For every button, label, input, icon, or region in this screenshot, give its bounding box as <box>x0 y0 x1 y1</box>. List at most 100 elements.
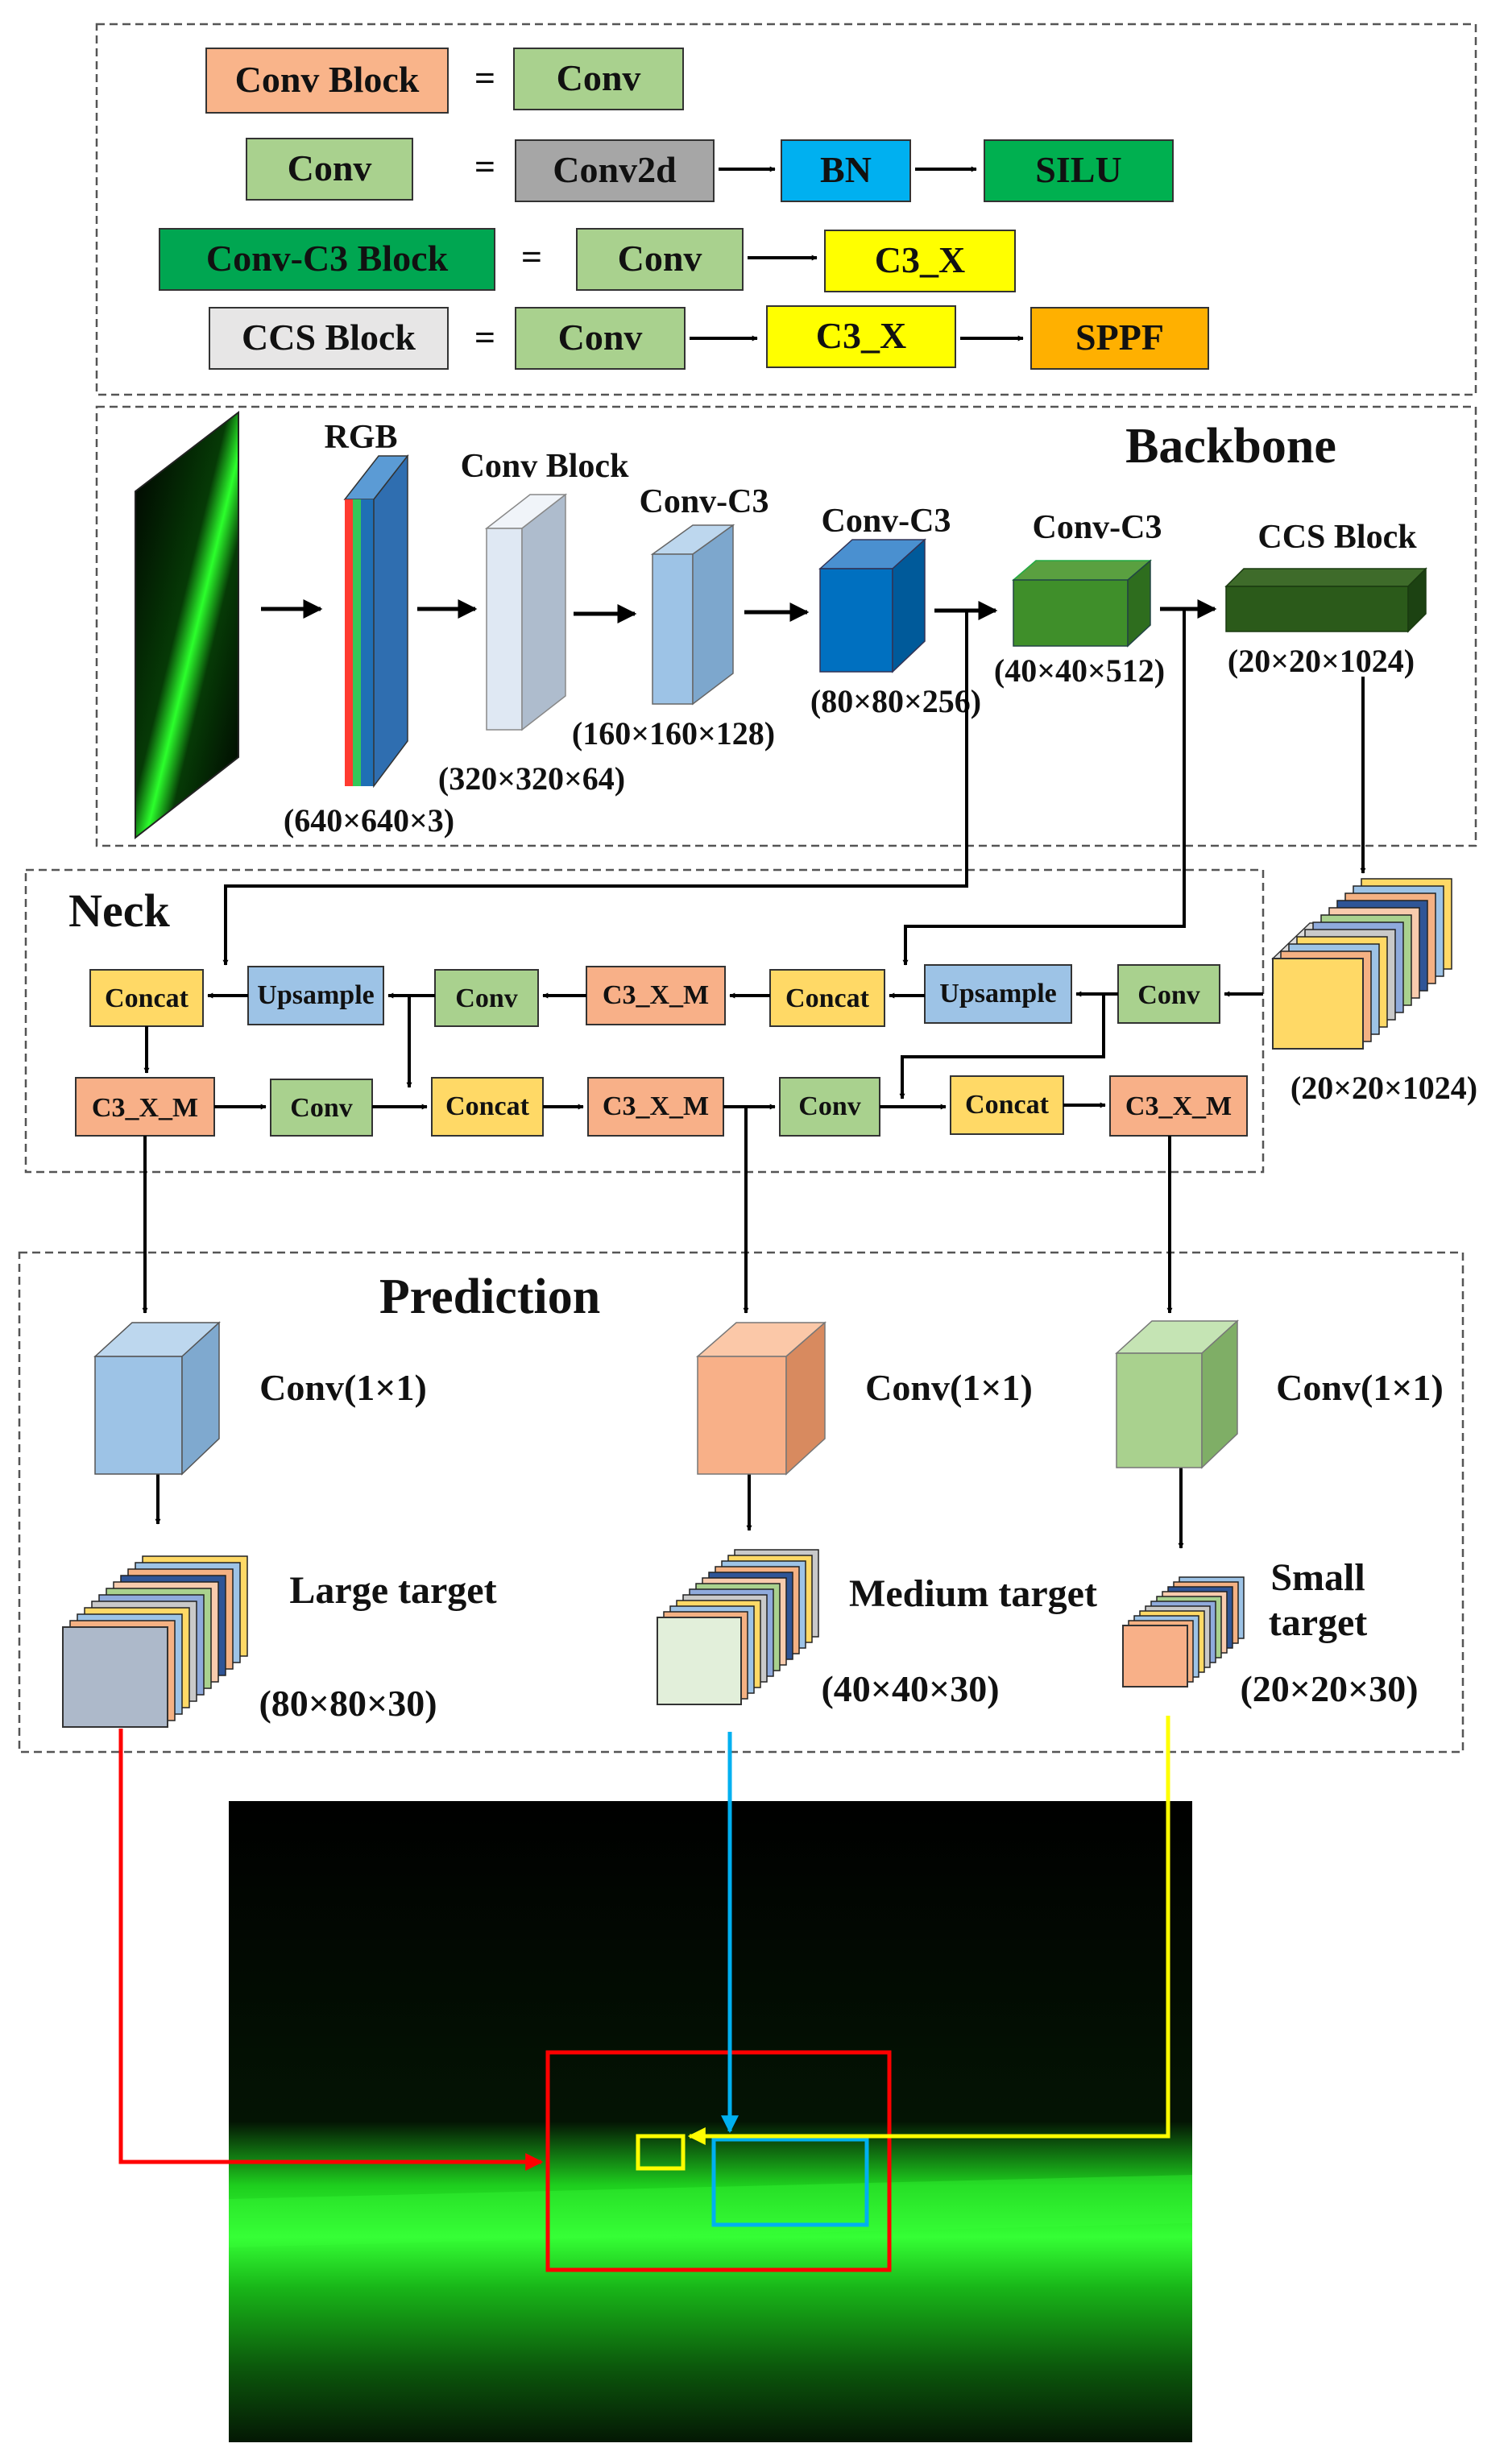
stage3-label: Conv-C3 <box>821 503 951 540</box>
large-target-box <box>545 2050 892 2272</box>
legend-eq-4: = <box>474 317 495 358</box>
pred-medium-target-label: Medium target <box>849 1572 1097 1615</box>
legend-conv-c3-block-box <box>159 228 495 291</box>
stage1-label: Conv Block <box>461 448 630 485</box>
pred-small-conv-label: Conv(1×1) <box>1276 1367 1444 1408</box>
conv-c3-slab-1 <box>650 524 735 706</box>
legend-conv-lhs-box <box>246 138 413 201</box>
neck-top-upsample-2-label: Upsample <box>939 979 1056 1008</box>
pred-conv-cube-medium <box>696 1321 826 1476</box>
pred-conv-cube-large <box>93 1321 221 1476</box>
neck-bottom-concat-1-label: Concat <box>445 1091 530 1121</box>
pred-small-target-line1: Small <box>1270 1556 1365 1599</box>
legend-silu-label: SILU <box>1035 149 1121 190</box>
pred-output-stack-medium <box>657 1549 819 1705</box>
stage2-label: Conv-C3 <box>639 483 768 520</box>
pred-small-target-line2: target <box>1269 1601 1368 1644</box>
neck-top-conv-2-label: Conv <box>1137 980 1199 1010</box>
neck: Neck Concat Upsample Conv C3_X_M Concat … <box>68 609 1366 1137</box>
neck-top-conv-1-label: Conv <box>455 984 517 1013</box>
neck-feature-stack <box>1271 878 1452 1050</box>
stage3-dim: (80×80×256) <box>810 683 981 719</box>
legend-row4-conv-box <box>515 307 686 370</box>
neck-bottom-conv-2 <box>779 1077 880 1137</box>
ccs-block-slab <box>1224 567 1427 633</box>
target-arrows <box>118 1716 1170 2171</box>
neck-top-c3xm-label: C3_X_M <box>603 980 709 1010</box>
neck-bottom-c3xm-2-label: C3_X_M <box>603 1091 709 1121</box>
legend-conv2d-box <box>515 139 715 202</box>
backbone-title: Backbone <box>1125 419 1336 474</box>
neck-bottom-concat-2-label: Concat <box>965 1090 1050 1120</box>
legend: Conv Block = Conv Conv = Conv2d BN SILU … <box>159 48 1209 370</box>
neck-top-concat-1-label: Concat <box>105 984 189 1013</box>
legend-conv-block-box <box>205 48 449 114</box>
rgb-stack <box>343 453 409 789</box>
neck-bottom-c3xm-3 <box>1109 1075 1248 1137</box>
legend-row3-c3x-box <box>824 230 1016 292</box>
prediction-title: Prediction <box>379 1269 600 1324</box>
backbone: Backbone RGB (640×640×3) Conv Block (320… <box>135 410 1427 840</box>
legend-sppf-box <box>1030 307 1209 370</box>
pred-small-dim: (20×20×30) <box>1240 1668 1418 1709</box>
neck-top-c3xm <box>586 966 726 1025</box>
large-target-arrow <box>118 1729 544 2171</box>
conv-c3-block-3 <box>1011 559 1153 648</box>
legend-conv-block-label: Conv Block <box>235 59 420 100</box>
legend-sppf-label: SPPF <box>1075 317 1164 358</box>
stage4-label: Conv-C3 <box>1032 509 1162 546</box>
legend-bn-box <box>781 139 911 202</box>
neck-bottom-concat-1 <box>431 1077 544 1137</box>
pred-conv-cube-small <box>1115 1319 1239 1469</box>
neck-connectors <box>143 609 1366 1110</box>
small-target-arrow <box>687 1716 1170 2145</box>
pred-medium-conv-label: Conv(1×1) <box>865 1367 1033 1408</box>
neck-stack-dim: (20×20×1024) <box>1290 1070 1477 1106</box>
neck-bottom-c3xm-1-label: C3_X_M <box>92 1093 198 1123</box>
medium-target-box <box>711 2137 869 2227</box>
neck-bottom-c3xm-3-label: C3_X_M <box>1125 1091 1232 1121</box>
pred-large-dim: (80×80×30) <box>259 1683 437 1724</box>
small-target-box <box>636 2134 686 2171</box>
legend-row4-conv-label: Conv <box>558 317 643 358</box>
neck-bottom-conv-1-label: Conv <box>290 1093 352 1123</box>
neck-top-concat-2-label: Concat <box>785 984 870 1013</box>
stage1-dim: (320×320×64) <box>438 760 625 797</box>
neck-bottom-concat-2 <box>950 1075 1064 1135</box>
neck-title: Neck <box>68 884 170 937</box>
neck-top-conv-1 <box>434 969 539 1027</box>
pred-large-conv-label: Conv(1×1) <box>259 1367 427 1408</box>
legend-row4-c3x-box <box>766 305 956 368</box>
pred-output-stack-small <box>1122 1576 1245 1688</box>
stage4-dim: (40×40×512) <box>994 652 1165 689</box>
legend-conv-lhs-label: Conv <box>288 147 372 188</box>
conv-c3-cube-2 <box>818 538 926 673</box>
backbone-frame <box>95 405 1477 847</box>
legend-eq-3: = <box>521 236 542 277</box>
rgb-label: RGB <box>324 419 397 456</box>
prediction-frame <box>18 1251 1464 1754</box>
pred-medium-dim: (40×40×30) <box>821 1668 999 1709</box>
input-dim-label: (640×640×3) <box>284 802 454 839</box>
legend-row4-c3x-label: C3_X <box>816 315 906 356</box>
legend-ccs-block-box <box>209 307 449 370</box>
stage5-label: CCS Block <box>1257 519 1417 556</box>
neck-top-upsample-1 <box>247 966 384 1025</box>
legend-silu-box <box>984 139 1174 202</box>
legend-eq-1: = <box>474 57 495 98</box>
legend-row3-c3x-label: C3_X <box>875 239 965 280</box>
neck-top-upsample-2 <box>924 964 1072 1024</box>
detection-photo-bg <box>229 1801 1192 2442</box>
legend-conv2d-label: Conv2d <box>553 149 677 190</box>
neck-bottom-conv-1 <box>270 1079 373 1137</box>
neck-top-concat-1 <box>89 969 204 1027</box>
pred-output-stack-large <box>62 1555 248 1728</box>
legend-row3-conv-box <box>576 228 744 291</box>
legend-bn-label: BN <box>820 149 872 190</box>
neck-top-concat-2 <box>769 969 885 1027</box>
detection-photo <box>229 1801 1192 2442</box>
prediction: Prediction Conv(1×1) Conv(1×1) <box>62 1107 1444 1728</box>
neck-frame <box>24 868 1265 1174</box>
legend-frame <box>95 23 1477 396</box>
